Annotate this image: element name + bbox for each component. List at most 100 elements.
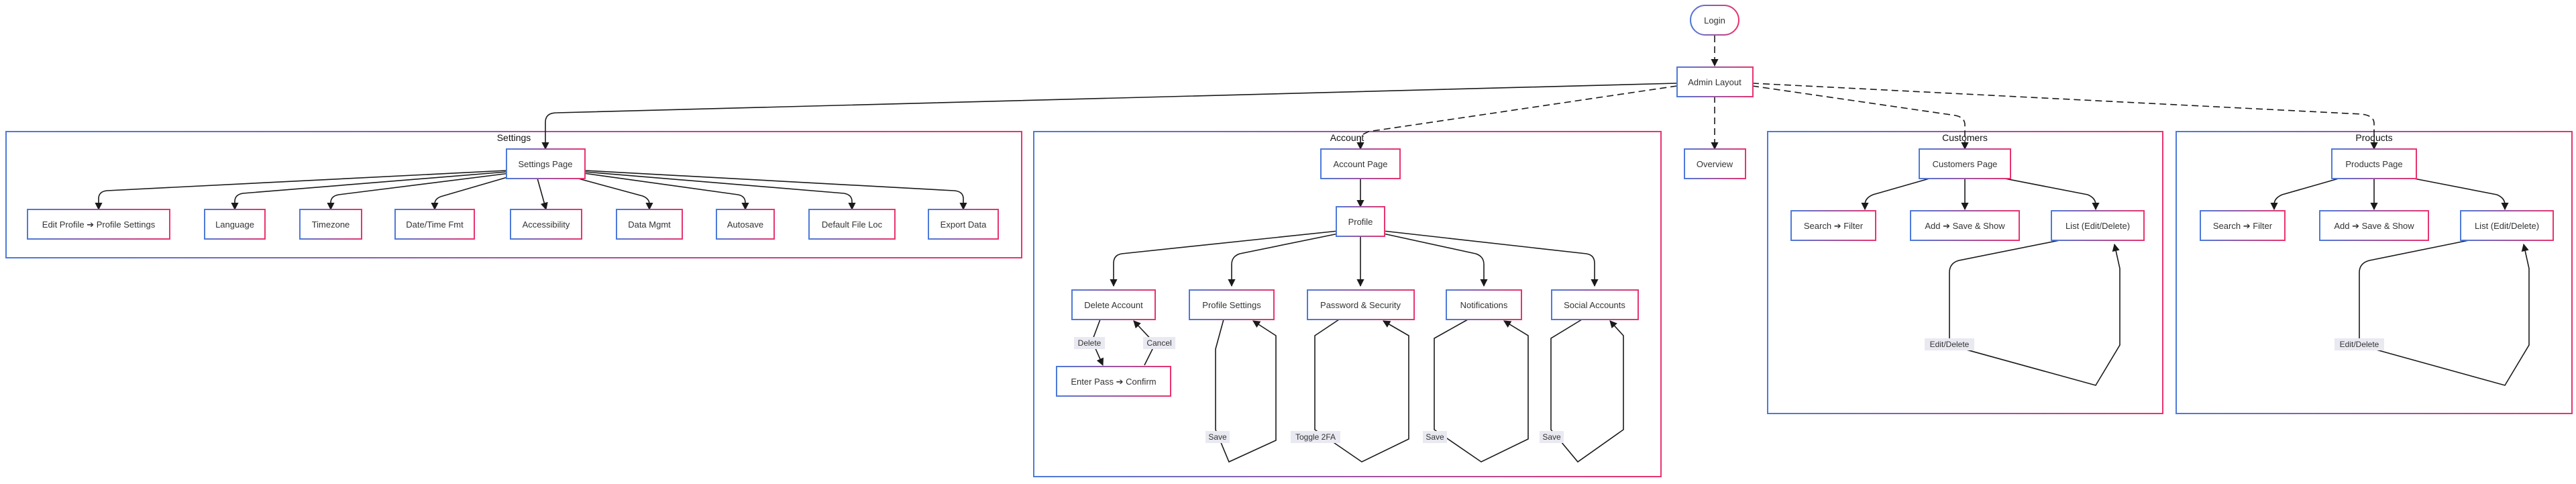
edge-products-list-loop xyxy=(2359,240,2530,386)
node-products-list[interactable]: List (Edit/Delete) xyxy=(2460,210,2554,241)
node-login-label: Login xyxy=(1704,15,1725,26)
node-default-file-loc-label: Default File Loc xyxy=(822,220,883,230)
node-social-accounts[interactable]: Social Accounts xyxy=(1551,289,1639,320)
node-delete-account-label: Delete Account xyxy=(1084,300,1143,310)
edge-settings-editprofile xyxy=(95,170,507,211)
edge-profile-social xyxy=(1383,230,1599,287)
label-customers-edit-delete: Edit/Delete xyxy=(1930,340,1970,349)
edge-profile-profilesettings xyxy=(1228,233,1339,287)
products-group-title: Products xyxy=(2355,132,2392,143)
node-account-page-label: Account Page xyxy=(1334,159,1388,169)
node-customers-list[interactable]: List (Edit/Delete) xyxy=(2051,210,2145,241)
edge-customers-search xyxy=(1861,175,1939,211)
label-notifications-save: Save xyxy=(1426,432,1444,442)
edge-notifications-save-loop xyxy=(1434,319,1529,463)
node-datetime[interactable]: Date/Time Fmt xyxy=(394,209,475,240)
node-edit-profile[interactable]: Edit Profile ➔ Profile Settings xyxy=(27,209,170,240)
node-products-add-label: Add ➔ Save & Show xyxy=(2334,221,2414,231)
node-account-page[interactable]: Account Page xyxy=(1320,148,1401,179)
account-group: Account xyxy=(1033,131,1662,477)
node-products-page[interactable]: Products Page xyxy=(2331,148,2417,179)
node-edit-profile-label: Edit Profile ➔ Profile Settings xyxy=(42,220,156,230)
node-products-page-label: Products Page xyxy=(2345,159,2402,169)
edge-admin-customers xyxy=(1752,85,1969,150)
node-accessibility-label: Accessibility xyxy=(523,220,570,230)
edge-settings-accessibility xyxy=(536,175,548,211)
edge-products-search xyxy=(2270,175,2349,211)
customers-group-title: Customers xyxy=(1942,132,1988,143)
settings-group: Settings xyxy=(5,131,1022,258)
edge-products-list xyxy=(2400,175,2509,211)
node-datetime-label: Date/Time Fmt xyxy=(406,220,464,230)
label-products-edit-delete: Edit/Delete xyxy=(2340,340,2379,349)
label-delete: Delete xyxy=(1078,338,1102,348)
edge-admin-products xyxy=(1752,83,2378,150)
node-delete-account[interactable]: Delete Account xyxy=(1071,289,1156,320)
node-autosave[interactable]: Autosave xyxy=(716,209,775,240)
node-profile-settings[interactable]: Profile Settings xyxy=(1189,289,1275,320)
edge-customers-list xyxy=(1990,175,2100,211)
node-customers-add[interactable]: Add ➔ Save & Show xyxy=(1910,210,2020,241)
node-products-add[interactable]: Add ➔ Save & Show xyxy=(2319,210,2429,241)
node-products-list-label: List (Edit/Delete) xyxy=(2475,221,2539,231)
label-cancel: Cancel xyxy=(1146,338,1171,348)
node-profile-label: Profile xyxy=(1348,217,1373,227)
node-accessibility[interactable]: Accessibility xyxy=(510,209,582,240)
node-timezone[interactable]: Timezone xyxy=(299,209,362,240)
edge-settings-autosave xyxy=(583,173,749,211)
node-notifications[interactable]: Notifications xyxy=(1446,289,1522,320)
node-data-mgmt[interactable]: Data Mgmt xyxy=(616,209,683,240)
label-toggle-2fa: Toggle 2FA xyxy=(1295,432,1336,442)
node-customers-add-label: Add ➔ Save & Show xyxy=(1925,221,2005,231)
account-group-title: Account xyxy=(1330,132,1364,143)
node-admin-layout-label: Admin Layout xyxy=(1688,77,1741,87)
node-products-search[interactable]: Search ➔ Filter xyxy=(2200,210,2286,241)
edges xyxy=(95,36,2530,463)
node-overview[interactable]: Overview xyxy=(1684,148,1746,179)
node-login[interactable]: Login xyxy=(1690,5,1739,36)
node-autosave-label: Autosave xyxy=(727,220,763,230)
node-overview-label: Overview xyxy=(1697,159,1733,169)
node-settings-page-label: Settings Page xyxy=(519,159,573,169)
node-default-file-loc[interactable]: Default File Loc xyxy=(808,209,896,240)
node-enter-pass[interactable]: Enter Pass ➔ Confirm xyxy=(1056,366,1171,397)
node-products-search-label: Search ➔ Filter xyxy=(2213,221,2273,231)
edge-settings-datetime xyxy=(431,174,517,211)
edge-settings-datamgmt xyxy=(563,174,653,211)
settings-group-title: Settings xyxy=(497,132,531,143)
edge-profilesettings-save-loop xyxy=(1215,319,1277,463)
label-social-save: Save xyxy=(1542,432,1561,442)
edge-labels: Delete Cancel Save Toggle 2FA Save Save … xyxy=(1074,337,2384,443)
edge-settings-timezone xyxy=(327,173,511,211)
node-timezone-label: Timezone xyxy=(312,220,350,230)
edge-settings-language xyxy=(231,171,507,211)
node-customers-search-label: Search ➔ Filter xyxy=(1804,221,1864,231)
edge-customers-list-loop xyxy=(1949,240,2121,386)
node-export-data[interactable]: Export Data xyxy=(928,209,999,240)
node-password-security[interactable]: Password & Security xyxy=(1307,289,1415,320)
node-profile[interactable]: Profile xyxy=(1336,206,1385,237)
node-customers-list-label: List (Edit/Delete) xyxy=(2065,221,2130,231)
node-password-security-label: Password & Security xyxy=(1320,300,1401,310)
node-admin-layout[interactable]: Admin Layout xyxy=(1676,66,1754,97)
node-notifications-label: Notifications xyxy=(1460,300,1508,310)
edge-settings-export xyxy=(584,170,967,211)
node-customers-search[interactable]: Search ➔ Filter xyxy=(1790,210,1876,241)
node-language-label: Language xyxy=(215,220,254,230)
nodes: Login Admin Layout Overview Settings Pag… xyxy=(27,5,2554,397)
edge-password-2fa-loop xyxy=(1314,319,1409,463)
node-settings-page[interactable]: Settings Page xyxy=(506,148,586,179)
edge-admin-settings xyxy=(541,83,1678,150)
node-data-mgmt-label: Data Mgmt xyxy=(628,220,671,230)
node-language[interactable]: Language xyxy=(204,209,266,240)
node-customers-page-label: Customers Page xyxy=(1933,159,1998,169)
node-customers-page[interactable]: Customers Page xyxy=(1919,148,2011,179)
node-profile-settings-label: Profile Settings xyxy=(1202,300,1261,310)
node-social-accounts-label: Social Accounts xyxy=(1564,300,1625,310)
edge-social-save-loop xyxy=(1550,319,1624,463)
edge-profile-delete xyxy=(1110,230,1339,287)
node-export-data-label: Export Data xyxy=(941,220,987,230)
label-profilesettings-save: Save xyxy=(1208,432,1227,442)
edge-profile-notifications xyxy=(1383,233,1488,287)
